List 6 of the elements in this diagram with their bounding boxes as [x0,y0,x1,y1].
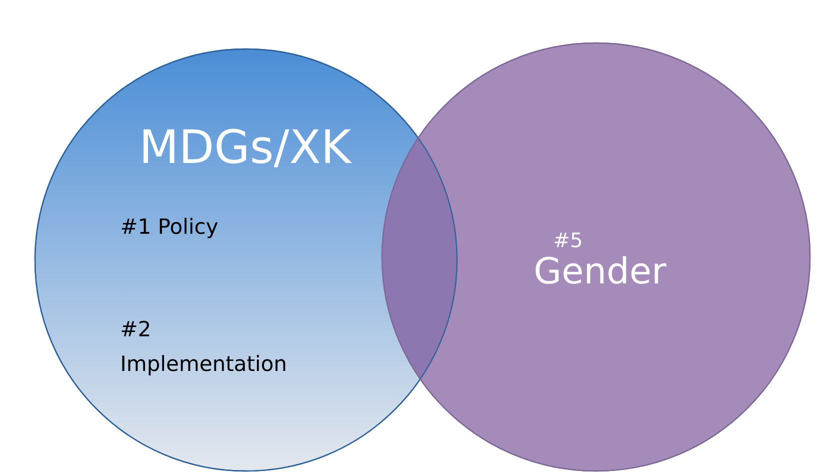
label: #5 [554,232,581,248]
label: MDGs/XK [144,128,352,168]
label: #2 Implementation [122,320,286,376]
circle [381,42,811,472]
label: #1 Policy [122,218,218,238]
label: Gender [536,256,666,284]
